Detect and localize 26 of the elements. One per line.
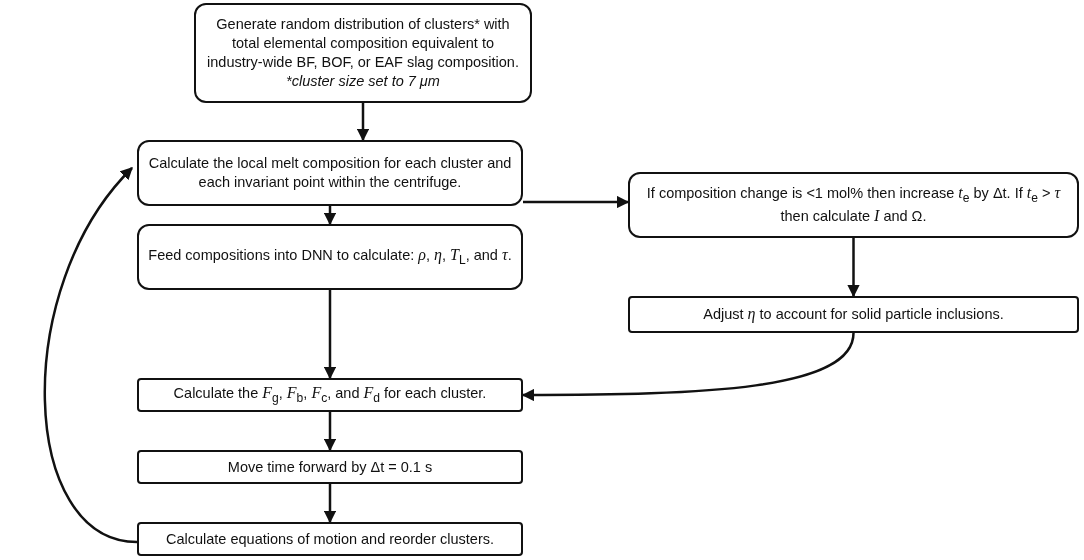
arrow — [847, 238, 860, 298]
arrow — [323, 412, 337, 452]
arrow — [523, 195, 630, 209]
step-text: Adjust η to account for solid particle inclusions. — [703, 304, 1004, 325]
process-box — [137, 522, 523, 556]
process-box — [137, 140, 523, 206]
step-text: Generate random distribution of clusters* with total elemental composition equivalent to industry-wide BF, BOF, or EAF slag composition. — [206, 15, 520, 72]
process-box — [194, 3, 532, 103]
footnote-text: *cluster size set to 7 μm — [286, 71, 440, 91]
process-box — [137, 224, 523, 290]
arrow — [521, 332, 855, 402]
arrow — [323, 206, 337, 226]
step-text: Feed compositions into DNN to calculate: ρ, η, T$_{L}$, and τ. — [148, 245, 512, 269]
process-box — [137, 378, 523, 412]
arrow — [356, 103, 370, 142]
arrow — [43, 167, 138, 544]
step-text: Calculate equations of motion and reorder clusters. — [165, 529, 494, 549]
step-text: Calculate the local melt composition for each cluster and each invariant point within the centrifuge. — [147, 154, 513, 192]
process-box — [628, 172, 1079, 238]
step-text: Move time forward by Δt = 0.1 s — [227, 457, 433, 477]
process-box — [137, 450, 523, 484]
step-text: Calculate the F$_{g}$, F$_{b}$, F$_{c}$, and F$_{d}$ for each cluster. — [173, 383, 487, 407]
process-box — [628, 296, 1079, 333]
arrow — [323, 484, 337, 524]
arrow — [323, 290, 337, 380]
step-text: If composition change is <1 mol% then increase t$_{e}$ by Δt. If t$_{e}$ > τ then calculate I and Ω. — [645, 182, 1062, 227]
